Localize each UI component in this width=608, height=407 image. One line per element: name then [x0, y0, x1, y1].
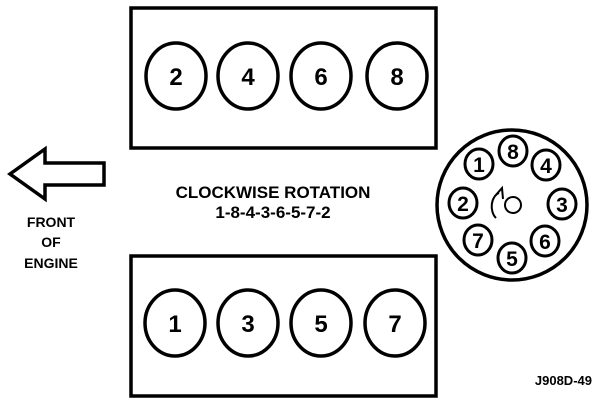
cap-terminal-3: 3: [546, 187, 578, 221]
cylinder-3-label: 3: [241, 311, 254, 338]
front-arrow-icon: [6, 145, 106, 203]
bottom-cylinder-bank: 1 3 5 7: [129, 254, 438, 398]
cylinder-4: 4: [216, 41, 280, 111]
cap-terminal-8-label: 8: [507, 141, 519, 164]
cylinder-1-label: 1: [168, 311, 181, 338]
cap-terminal-4-label: 4: [540, 155, 552, 178]
front-label-line-1: FRONT: [27, 214, 76, 230]
cap-terminal-2: 2: [447, 186, 479, 220]
cylinder-6-label: 6: [314, 64, 327, 91]
rotor-center: [504, 196, 522, 214]
cap-terminal-7: 7: [462, 223, 494, 257]
cap-terminal-6: 6: [529, 224, 561, 258]
rotation-direction-icon: [490, 185, 504, 219]
top-bank-outline: [129, 6, 438, 150]
cylinder-4-label: 4: [241, 64, 255, 91]
firing-order: 1-8-4-3-6-5-7-2: [215, 203, 330, 222]
cylinder-7-label: 7: [388, 311, 401, 338]
front-label-line-3: ENGINE: [24, 255, 78, 271]
figure-code: J908D-49: [535, 373, 592, 388]
cap-terminal-5: 5: [496, 241, 528, 275]
cap-terminal-1: 1: [463, 147, 495, 181]
cylinder-5-label: 5: [314, 311, 327, 338]
cylinder-8: 8: [365, 41, 429, 111]
cap-terminal-1-label: 1: [473, 154, 485, 177]
bottom-bank-outline: [129, 254, 438, 398]
cap-terminal-5-label: 5: [506, 248, 518, 271]
cylinder-6: 6: [289, 41, 353, 111]
rotation-caption: CLOCKWISE ROTATION 1-8-4-3-6-5-7-2: [176, 183, 371, 222]
top-cylinder-bank: 2 4 6 8: [129, 6, 438, 150]
front-of-engine-label: FRONT OF ENGINE: [24, 214, 78, 271]
cylinder-7: 7: [363, 288, 427, 358]
distributor-cap: 1 8 4 3 6 5 7 2: [435, 128, 589, 282]
cap-terminal-7-label: 7: [472, 230, 484, 253]
cap-terminal-6-label: 6: [539, 231, 551, 254]
cylinder-5: 5: [289, 288, 353, 358]
front-label-line-2: OF: [41, 234, 61, 250]
cap-terminal-2-label: 2: [457, 193, 469, 216]
cap-terminal-3-label: 3: [556, 194, 568, 217]
cylinder-2: 2: [144, 41, 208, 111]
cylinder-1: 1: [143, 288, 207, 358]
cylinder-2-label: 2: [169, 64, 182, 91]
cap-terminal-8: 8: [497, 134, 529, 168]
rotation-title: CLOCKWISE ROTATION: [176, 183, 371, 202]
cylinder-3: 3: [216, 288, 280, 358]
cylinder-8-label: 8: [390, 64, 403, 91]
cap-terminal-4: 4: [530, 148, 562, 182]
